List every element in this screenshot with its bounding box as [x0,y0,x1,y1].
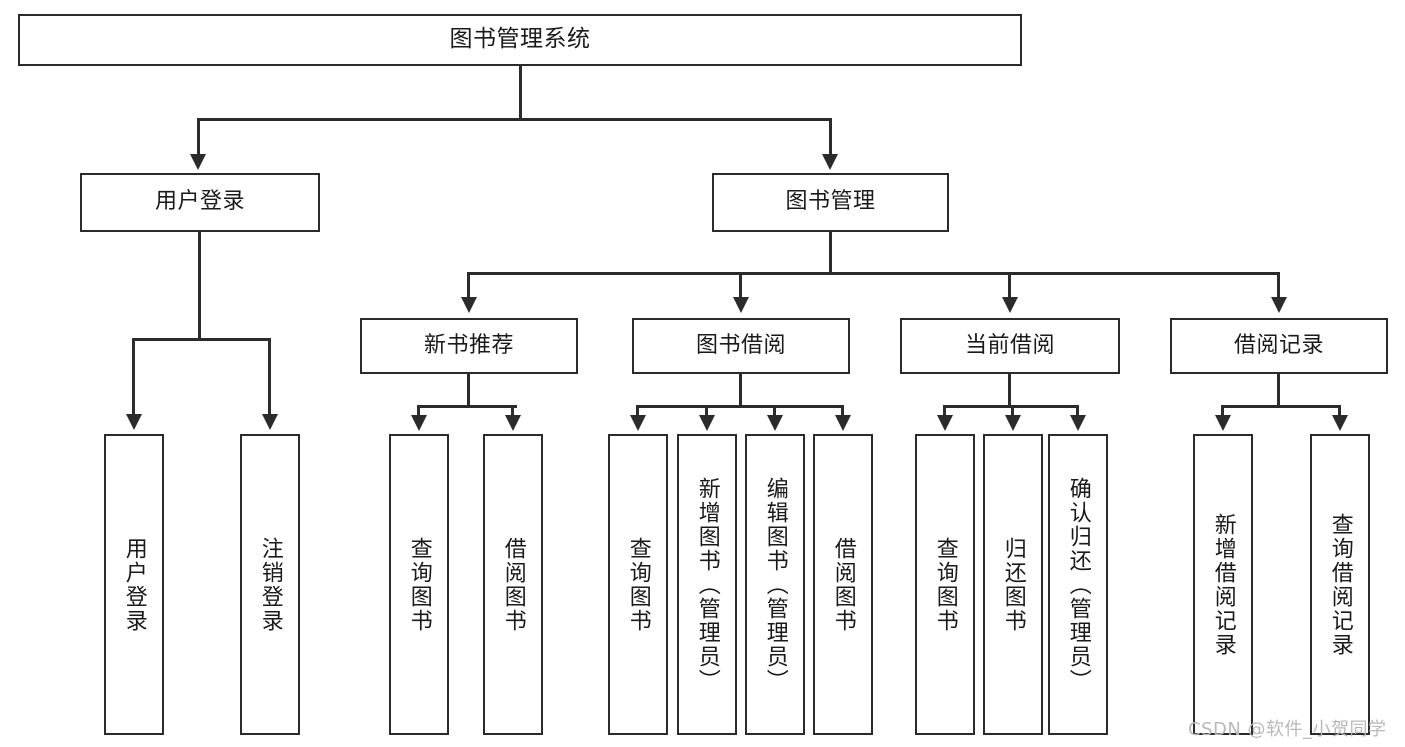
connector-user-login-leaf-2 [268,338,271,418]
leaf-edit-book-admin[interactable]: 编辑图书（管理员） [745,434,805,735]
connector-root-to-user-login [197,118,200,156]
connector-user-login-leaf-1 [132,338,135,418]
connector-root-stem [519,66,522,120]
arrow-borrow-leaf-4 [835,415,851,431]
leaf-label: 查询图书 [406,536,432,633]
leaf-label: 借阅图书 [500,536,526,633]
arrow-borrow-leaf-1 [630,415,646,431]
leaf-label: 用户登录 [121,536,147,633]
leaf-label: 查询图书 [932,536,958,633]
leaf-label: 查询借阅记录 [1327,512,1353,657]
arrow-user-login-leaf-2 [262,414,278,430]
connector-book-mgmt-stem [829,232,832,274]
arrow-records-leaf-1 [1215,415,1231,431]
arrow-current-leaf-1 [937,415,953,431]
leaf-label: 注销登录 [257,536,283,633]
leaf-label: 新增图书（管理员） [694,476,720,693]
connector-borrow-leaf-4 [841,405,844,419]
connector-records-leaf-2 [1338,405,1341,419]
connector-borrow-bar [636,405,844,408]
connector-book-mgmt-to-records [1277,272,1280,300]
arrow-current-leaf-3 [1070,415,1086,431]
arrow-root-to-book-mgmt [822,154,838,170]
connector-book-mgmt-to-borrow [739,272,742,300]
connector-current-leaf-1 [943,405,946,419]
connector-root-to-book-mgmt [829,118,832,156]
arrow-book-mgmt-to-current [1002,297,1018,313]
arrow-current-leaf-2 [1005,415,1021,431]
leaf-query-books-borrowing[interactable]: 查询图书 [608,434,668,735]
arrow-borrow-leaf-3 [767,415,783,431]
node-book-borrowing[interactable]: 图书借阅 [632,318,850,374]
leaf-logout[interactable]: 注销登录 [240,434,300,735]
connector-records-bar [1221,405,1338,408]
connector-current-leaf-2 [1011,405,1014,419]
leaf-label: 新增借阅记录 [1210,512,1236,657]
leaf-borrow-books-borrowing[interactable]: 借阅图书 [813,434,873,735]
leaf-label: 借阅图书 [830,536,856,633]
arrow-root-to-user-login [190,154,206,170]
connector-book-mgmt-to-current [1008,272,1011,300]
node-new-book-recommendation[interactable]: 新书推荐 [360,318,578,374]
connector-records-leaf-1 [1221,405,1224,419]
leaf-query-borrow-record[interactable]: 查询借阅记录 [1310,434,1370,735]
connector-records-stem [1277,374,1280,407]
leaf-confirm-return-admin[interactable]: 确认归还（管理员） [1048,434,1108,735]
leaf-user-login[interactable]: 用户登录 [104,434,164,735]
leaf-label: 归还图书 [1000,536,1026,633]
connector-current-leaf-3 [1076,405,1079,419]
connector-user-login-stem [198,232,201,340]
arrow-user-login-leaf-1 [126,414,142,430]
leaf-query-books-new-book[interactable]: 查询图书 [389,434,449,735]
arrow-new-book-leaf-2 [505,415,521,431]
connector-book-mgmt-bar [467,272,1279,275]
leaf-label: 编辑图书（管理员） [762,476,788,693]
connector-new-book-leaf-2 [511,405,514,419]
connector-new-book-bar [417,405,517,408]
connector-borrow-stem [739,374,742,407]
connector-new-book-stem [467,374,470,407]
node-current-borrowing[interactable]: 当前借阅 [900,318,1120,374]
connector-borrow-leaf-3 [773,405,776,419]
connector-user-login-bar [132,338,270,341]
leaf-add-book-admin[interactable]: 新增图书（管理员） [677,434,737,735]
leaf-label: 查询图书 [625,536,651,633]
connector-borrow-leaf-1 [636,405,639,419]
leaf-query-books-current[interactable]: 查询图书 [915,434,975,735]
leaf-borrow-books-new-book[interactable]: 借阅图书 [483,434,543,735]
arrow-records-leaf-2 [1332,415,1348,431]
arrow-borrow-leaf-2 [699,415,715,431]
node-user-login[interactable]: 用户登录 [80,173,320,232]
connector-root-bar [197,118,831,121]
connector-book-mgmt-to-new-book [467,272,470,300]
leaf-add-borrow-record[interactable]: 新增借阅记录 [1193,434,1253,735]
arrow-book-mgmt-to-new-book [461,297,477,313]
connector-borrow-leaf-2 [705,405,708,419]
leaf-label: 确认归还（管理员） [1065,476,1091,693]
arrow-book-mgmt-to-borrow [733,297,749,313]
node-book-management[interactable]: 图书管理 [712,173,949,232]
node-root-book-management-system[interactable]: 图书管理系统 [18,14,1022,66]
arrow-book-mgmt-to-records [1271,297,1287,313]
connector-new-book-leaf-1 [417,405,420,419]
connector-current-stem [1008,374,1011,407]
arrow-new-book-leaf-1 [411,415,427,431]
leaf-return-books[interactable]: 归还图书 [983,434,1043,735]
node-borrowing-records[interactable]: 借阅记录 [1170,318,1388,374]
